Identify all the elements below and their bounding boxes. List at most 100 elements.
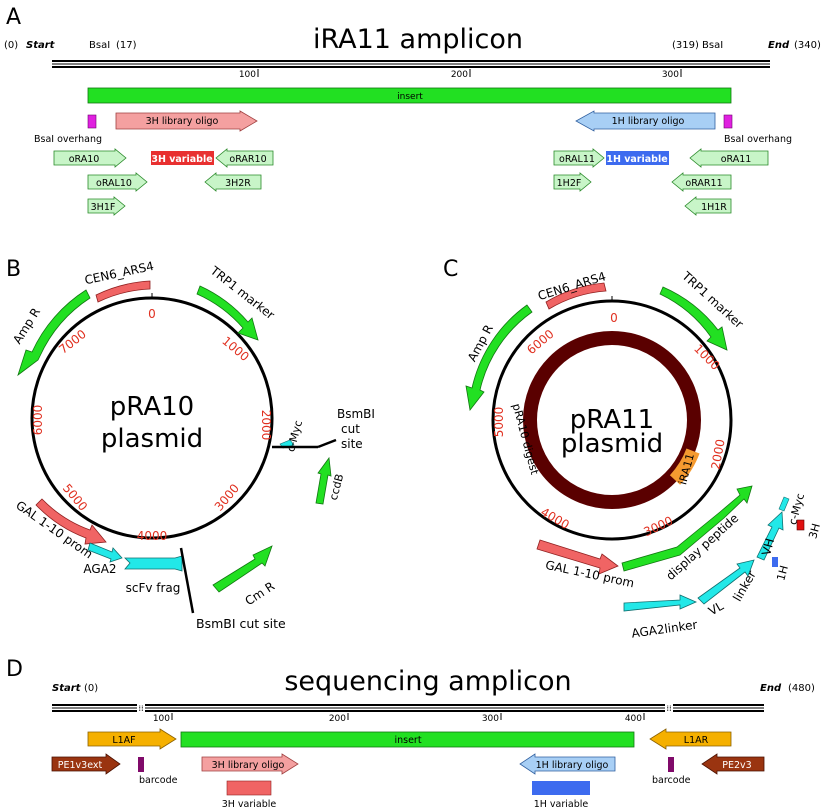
scfv-fragment-arrow [124, 555, 183, 572]
3h-library-oligo-arrow: 3H library oligo [115, 110, 258, 132]
svg-text:200: 200 [451, 70, 468, 80]
gal-promoter-arrow [35, 498, 107, 545]
end-position: (480) [788, 683, 815, 694]
primer-l1af-arrow: L1AF [87, 728, 177, 750]
svg-text:L1AF: L1AF [112, 735, 135, 746]
primer-3h1f-arrow: 3H1F [87, 196, 126, 216]
ruler-tick: 200 [329, 713, 349, 724]
svg-text:1H2F: 1H2F [557, 178, 582, 189]
svg-text:3H library oligo: 3H library oligo [212, 760, 285, 771]
svg-text:3000: 3000 [642, 514, 676, 540]
bsmbi-bottom-label: BsmBI cut site [196, 616, 286, 631]
bsmbi-top-label-1: BsmBI [337, 407, 375, 421]
trp1-marker-label: TRP1 marker [679, 268, 747, 331]
svg-text:6000: 6000 [31, 405, 45, 436]
3h-variable-box: 3H variable [151, 151, 214, 165]
barcode-right-label: barcode [652, 775, 691, 786]
pra10-subtitle: plasmid [101, 424, 203, 454]
pra11-subtitle: plasmid [561, 429, 663, 459]
bsmbi-top-cut-tail [317, 438, 337, 449]
bsai-overhang-right-label: BsaI overhang [724, 134, 792, 145]
trp1-marker-label: TRP1 marker [207, 263, 277, 322]
svg-text:PE2v3: PE2v3 [722, 760, 751, 771]
panel-c: C pRA11 plasmid pRA10 digest iRA11 0 100… [443, 257, 823, 641]
svg-text:100: 100 [153, 714, 170, 724]
svg-text:3000: 3000 [212, 481, 242, 513]
bsai-overhang-right-marker [723, 114, 733, 129]
vl-linker-arrow [697, 559, 755, 605]
1h-variable-label: 1H variable [534, 799, 589, 810]
bsai-right-label: BsaI [702, 40, 723, 51]
ruler-tick: 300 [662, 69, 682, 80]
svg-text:3H2R: 3H2R [225, 178, 251, 189]
cm-r-label: Cm R [242, 579, 277, 608]
svg-text:300: 300 [662, 70, 679, 80]
aga2-linker-label: AGA2linker [631, 617, 699, 640]
insert-bar: insert [87, 87, 732, 104]
start-position: (0) [84, 683, 98, 694]
amp-r-arrow [465, 304, 533, 411]
barcode-left-marker [138, 757, 144, 772]
panel-d-title: sequencing amplicon [284, 666, 571, 697]
gal-promoter-arrow [536, 539, 619, 575]
panel-b-letter: B [6, 257, 21, 282]
ccdb-arrow [315, 456, 332, 505]
c-myc-marker [778, 496, 790, 512]
vh-label: VH [759, 537, 777, 557]
ruler-tick: 300 [482, 713, 502, 724]
primer-3h2r-arrow: 3H2R [204, 172, 262, 192]
svg-text:oRAL10: oRAL10 [96, 178, 132, 189]
svg-text:oRAL11: oRAL11 [559, 154, 595, 165]
svg-text:100: 100 [239, 70, 256, 80]
svg-text:oRA10: oRA10 [69, 154, 100, 165]
svg-text:0: 0 [610, 311, 618, 325]
primer-orar11-arrow: oRAR11 [671, 172, 732, 192]
svg-text:0: 0 [148, 307, 156, 321]
panel-d-letter: D [6, 657, 23, 682]
svg-text:400: 400 [625, 714, 642, 724]
end-label: End [760, 683, 782, 694]
svg-text:1H library oligo: 1H library oligo [612, 116, 685, 127]
scfv-fragment-label: scFv frag [126, 581, 181, 595]
svg-text:3H variable: 3H variable [151, 154, 212, 165]
vl-label: VL [706, 599, 726, 619]
primer-oral11-arrow: oRAL11 [553, 148, 605, 168]
svg-text:⁞⁞: ⁞⁞ [138, 704, 143, 713]
cen6-ars4-arc [95, 280, 151, 303]
1h-label: 1H [774, 564, 791, 582]
trp1-marker-arrow [196, 285, 259, 341]
svg-text:1H library oligo: 1H library oligo [536, 760, 609, 771]
amplicon-backbone: ⁞⁞ ⁞⁞ [52, 703, 764, 713]
svg-text:2000: 2000 [259, 410, 273, 441]
ccdb-label: ccdB [327, 473, 346, 502]
panel-b: B pRA10 plasmid 0 1000 2000 3000 4000 50… [6, 257, 375, 631]
primer-pe2v3-arrow: PE2v3 [701, 753, 765, 775]
barcode-right-marker [668, 757, 674, 772]
panel-c-letter: C [443, 257, 458, 282]
end-position: (340) [794, 40, 821, 51]
3h-marker [796, 519, 805, 531]
svg-text:oRAR11: oRAR11 [685, 178, 722, 189]
primer-pe1v3ext-arrow: PE1v3ext [51, 753, 121, 775]
panel-a: A iRA11 amplicon (0) Start End (340) Bsa… [4, 5, 821, 216]
3h-variable-label: 3H variable [222, 799, 277, 810]
bsmbi-top-label-2: cut [341, 422, 360, 436]
ruler-tick: 100 [153, 713, 173, 724]
3h-variable-box [226, 780, 272, 796]
bsai-left-position: (17) [116, 40, 137, 51]
ruler-tick: 400 [625, 713, 645, 724]
primer-l1ar-arrow: L1AR [649, 728, 732, 750]
amp-r-arrow [17, 289, 91, 377]
primer-ora10-arrow: oRA10 [53, 148, 127, 168]
bsmbi-bottom-cut-line [179, 547, 195, 614]
bsai-overhang-left-label: BsaI overhang [34, 134, 102, 145]
svg-text:insert: insert [394, 735, 421, 746]
primer-orar10-arrow: oRAR10 [215, 148, 274, 168]
ruler-tick: 100 [239, 69, 259, 80]
svg-text:200: 200 [329, 714, 346, 724]
insert-bar: insert [180, 731, 635, 748]
panel-a-title: iRA11 amplicon [313, 24, 523, 55]
svg-text:1H1R: 1H1R [701, 202, 727, 213]
display-peptide-arrow [621, 485, 753, 572]
aga2-linker-arrow [623, 594, 697, 612]
